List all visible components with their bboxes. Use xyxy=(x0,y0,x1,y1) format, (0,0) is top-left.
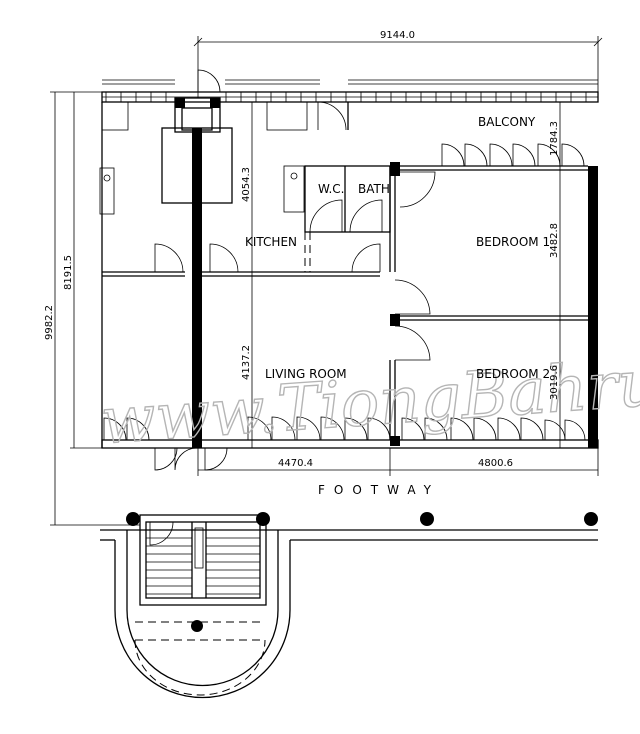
bath-label: BATH xyxy=(358,182,390,196)
folding-leaf xyxy=(464,143,488,167)
stair-treads xyxy=(146,529,260,595)
folding-leaf xyxy=(126,417,150,441)
folding-leaf xyxy=(320,416,345,441)
living-room-label: LIVING ROOM xyxy=(265,367,347,381)
kitchen-label: KITCHEN xyxy=(245,235,297,249)
balcony-depth-dim: 1784.3 xyxy=(549,121,560,156)
bedroom1-label: BEDROOM 1 xyxy=(476,235,550,249)
folding-leaf xyxy=(441,143,465,167)
folding-leaf xyxy=(401,417,425,441)
living-width-dim: 4470.4 xyxy=(278,458,313,469)
footway-structure xyxy=(100,512,598,699)
overall-depth-inner-dim: 8191.5 xyxy=(63,255,74,290)
folding-leaf xyxy=(520,417,544,441)
folding-leaf xyxy=(103,417,127,441)
folding-leaf xyxy=(247,416,272,441)
kitchen-depth-dim: 4054.3 xyxy=(241,167,252,202)
interior-walls xyxy=(99,97,588,448)
folding-leaf xyxy=(424,417,448,441)
folding-leaf xyxy=(537,143,561,167)
folding-leaf xyxy=(367,417,391,441)
dimension-lines xyxy=(50,36,603,526)
folding-leaf xyxy=(497,417,521,441)
overall-depth-outer-dim: 9982.2 xyxy=(44,305,55,340)
exterior-walls xyxy=(101,79,599,449)
folding-leaf xyxy=(344,417,368,441)
folding-windows xyxy=(103,143,586,441)
overall-width-dim: 9144.0 xyxy=(380,30,415,41)
bedrooms-width-dim: 4800.6 xyxy=(478,458,513,469)
bedroom2-depth-dim: 3019.6 xyxy=(549,365,560,400)
folding-leaf xyxy=(271,416,296,441)
doors xyxy=(154,69,436,471)
living-depth-dim: 4137.2 xyxy=(241,345,252,380)
bedroom2-label: BEDROOM 2 xyxy=(476,367,550,381)
folding-leaf xyxy=(561,143,585,167)
folding-leaf xyxy=(450,417,474,441)
bedroom1-depth-dim: 3482.8 xyxy=(549,223,560,258)
balcony-label: BALCONY xyxy=(478,115,536,129)
folding-leaf xyxy=(473,417,497,441)
folding-leaf xyxy=(512,143,536,167)
wc-label: W.C. xyxy=(318,182,345,196)
top-windows xyxy=(105,92,587,102)
footway-label: FOOTWAY xyxy=(318,483,440,497)
folding-leaf xyxy=(489,143,513,167)
folding-leaf xyxy=(296,416,321,441)
folding-leaf xyxy=(564,419,586,441)
